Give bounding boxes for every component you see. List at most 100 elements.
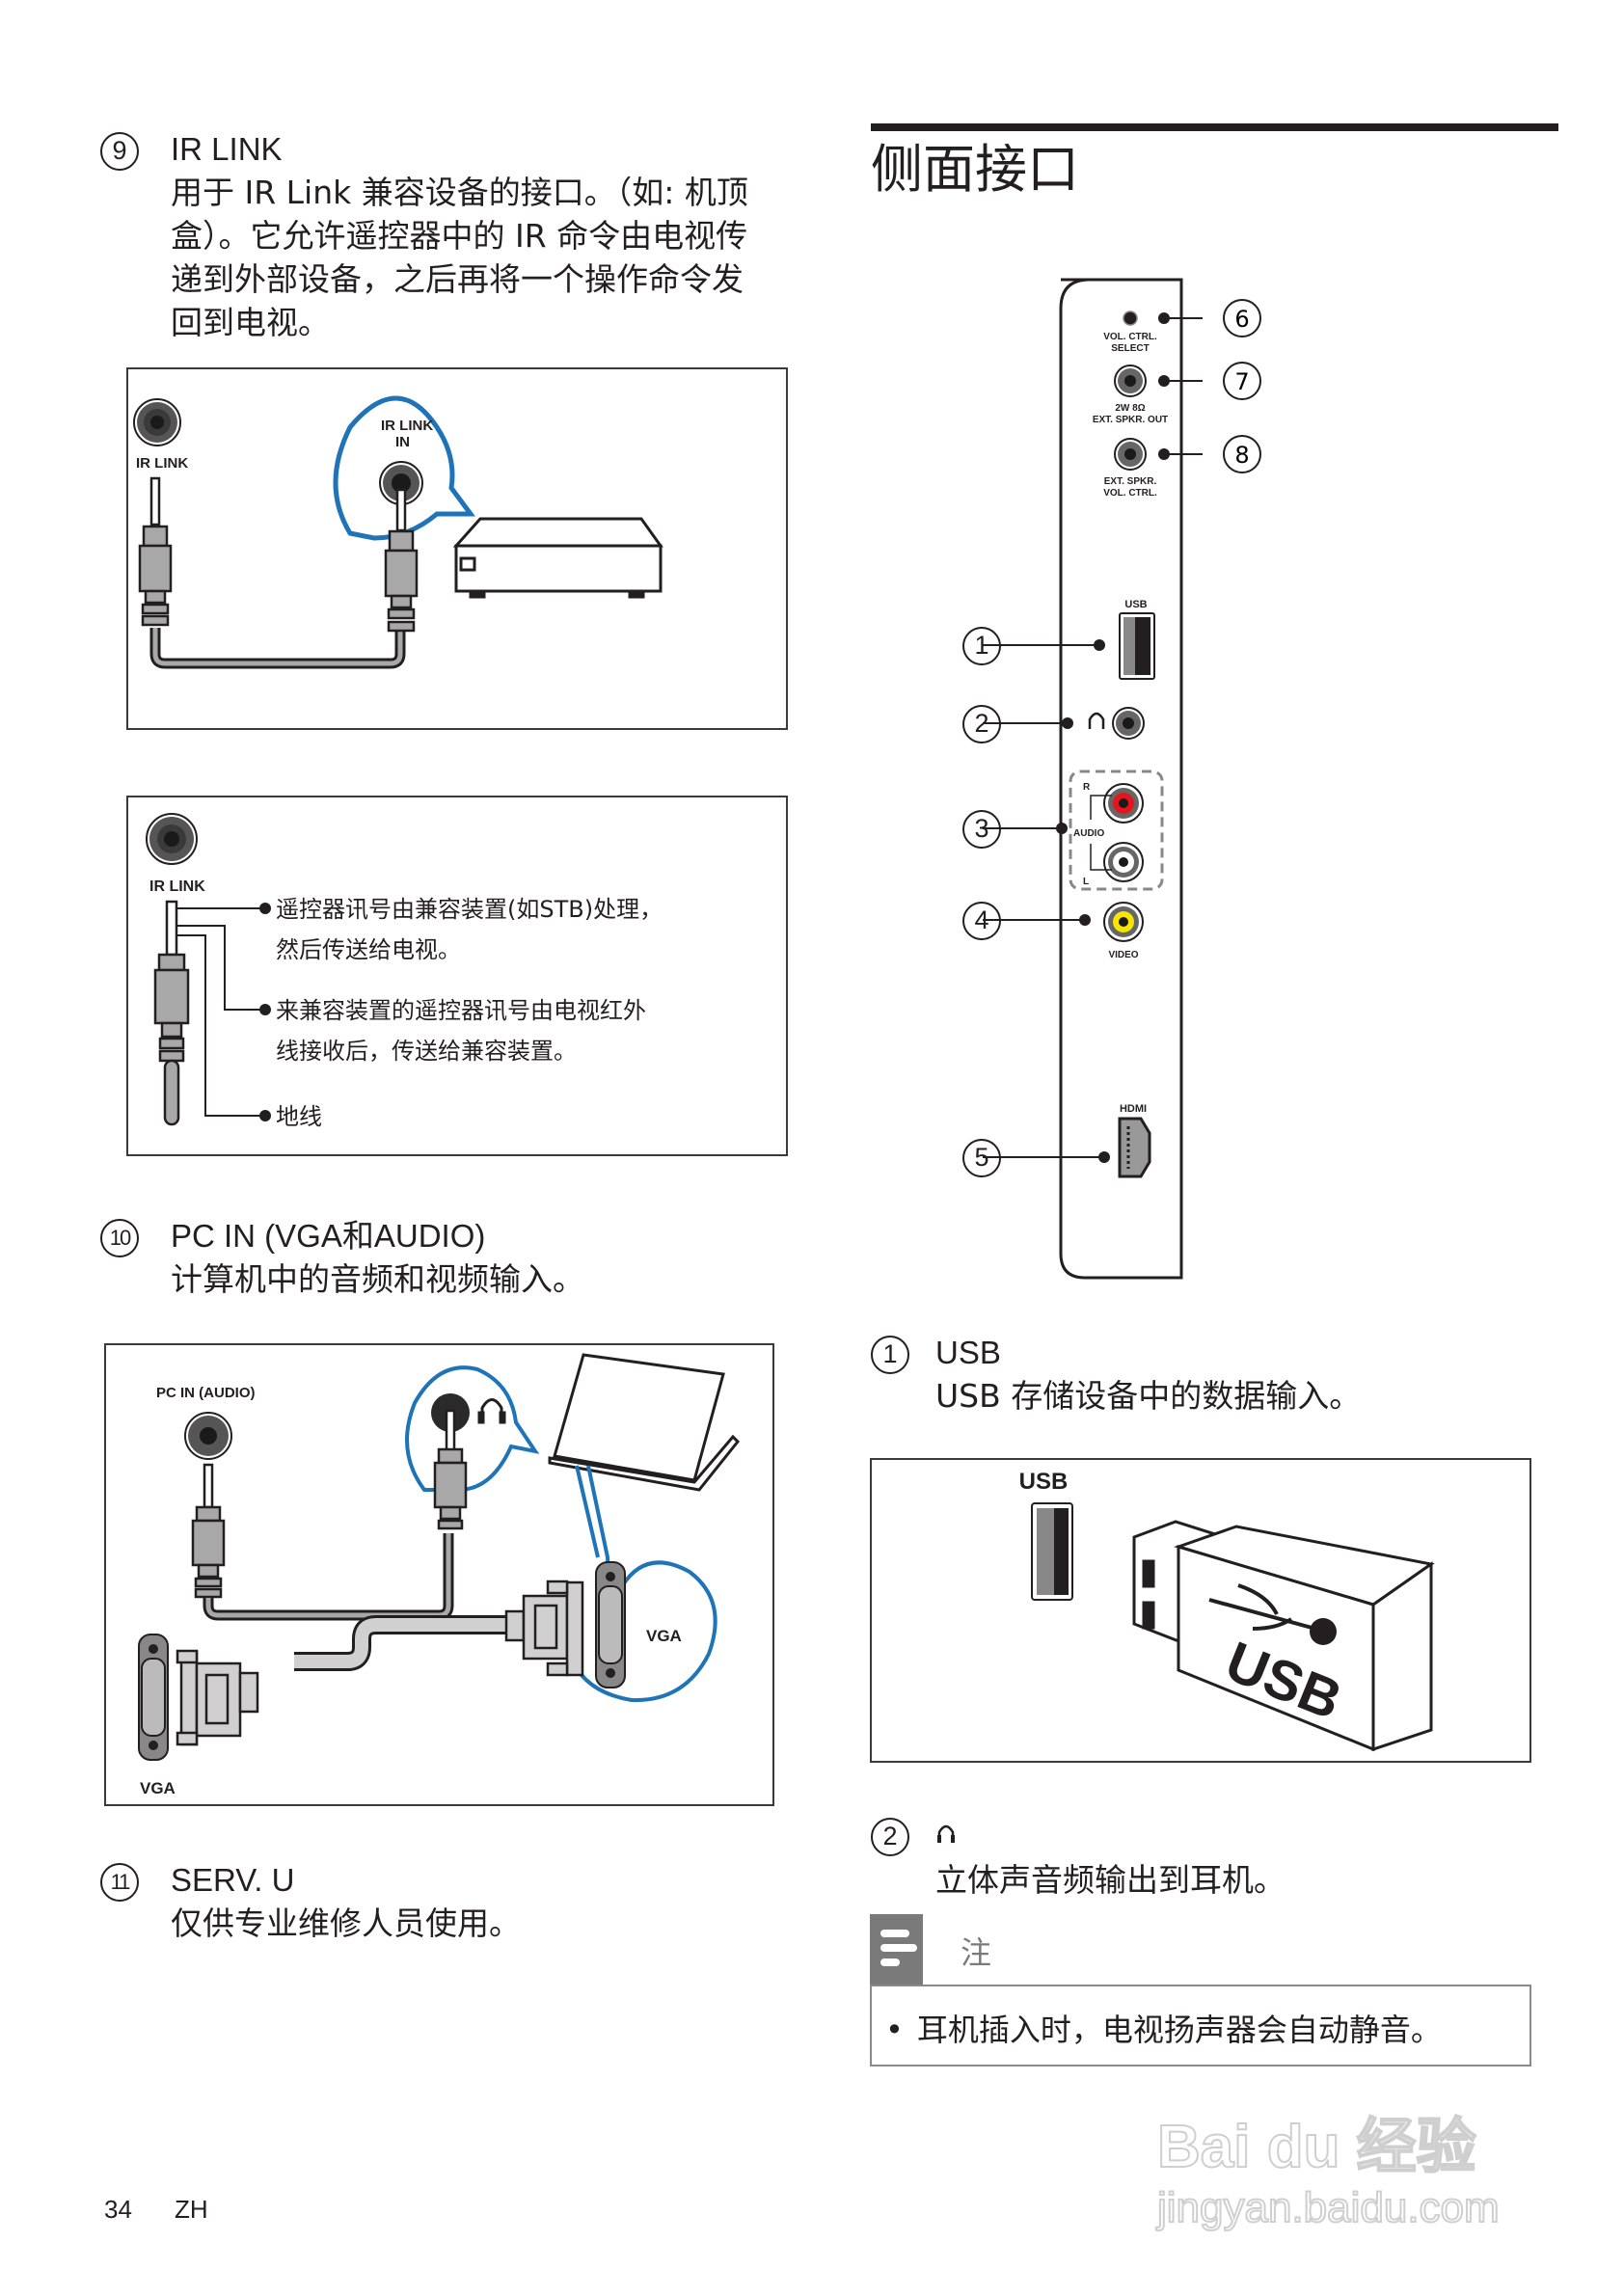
panel-label: VOL. CTRL.: [1103, 332, 1157, 342]
note-header-icon-box: [870, 1914, 923, 1985]
vga-plug-icon: [176, 1649, 259, 1746]
diagram-ir-link-wiring: IR LINK 遥控器讯号由兼容装置(如STB)处理， 然后传送给电视。 来兼容…: [126, 796, 788, 1156]
usb-port-icon: [1031, 1502, 1073, 1601]
desc-line: 盒）。它允许遥控器中的 IR 命令由电视传: [171, 217, 748, 255]
panel-label: 2W 8Ω: [1115, 403, 1145, 414]
pc-in-connection-svg: PC IN (AUDIO): [138, 1353, 741, 1797]
callout-text: 线接收后，传送给兼容装置。: [276, 1038, 577, 1065]
headphones-icon: [937, 1824, 955, 1843]
page-language: ZH: [175, 2195, 208, 2224]
usb-symbol-icon: [1208, 1583, 1316, 1631]
callout-number-3: 3: [962, 810, 1001, 849]
headphones-icon: [477, 1398, 506, 1424]
ir-link-label: IR LINK: [136, 455, 188, 472]
item-desc-ir-link: 用于 IR Link 兼容设备的接口。（如: 机顶 盒）。它允许遥控器中的 IR…: [171, 171, 748, 344]
callout-number-4: 4: [962, 902, 1001, 940]
audio-plug-icon: [153, 900, 190, 1126]
item-desc-headphone: 立体声音频输出到耳机。: [935, 1858, 1286, 1902]
tv-side-panel: [1059, 278, 1183, 1280]
watermark-logo: Bai du 经验: [1156, 2113, 1477, 2181]
panel-label-video: VIDEO: [1108, 950, 1138, 960]
section-rule: [871, 123, 1558, 131]
zoom-bubble: [405, 1365, 540, 1492]
item-title-usb: USB: [935, 1335, 1001, 1370]
vga-plug-icon: [504, 1580, 584, 1677]
callout-number-5: 5: [962, 1139, 1001, 1177]
diagram-usb: USB USB: [870, 1458, 1531, 1763]
panel-label-r: R: [1083, 782, 1091, 793]
pc-audio-jack-icon: [184, 1412, 232, 1460]
panel-label-l: L: [1083, 877, 1089, 887]
callout-text: 然后传送给电视。: [276, 936, 461, 963]
callout-number-2: 2: [962, 705, 1001, 743]
audio-plug-icon: [384, 488, 419, 633]
desc-line: 计算机中的音频和视频输入。: [171, 1260, 584, 1298]
audio-plug-icon: [191, 1463, 226, 1599]
callout-text: 地线: [276, 1103, 322, 1130]
ir-link-in-label-2: IN: [395, 434, 410, 450]
vga-port-icon: [595, 1561, 626, 1688]
page-number: 34: [104, 2195, 132, 2224]
ir-link-in-label-1: IR LINK: [381, 418, 433, 434]
set-top-box-icon: [452, 517, 663, 599]
zoom-bubble: [333, 395, 475, 541]
usb-diagram-svg: USB USB: [1019, 1469, 1435, 1752]
callout-dot: [259, 1110, 271, 1121]
ir-link-jack-icon: [133, 398, 181, 446]
desc-line: 递到外部设备，之后再将一个操作命令发: [171, 260, 744, 298]
ir-link-wiring-svg: IR LINK 遥控器讯号由兼容装置(如STB)处理， 然后传送给电视。 来兼容…: [146, 813, 663, 1130]
callout-number-6: 6: [1234, 306, 1249, 333]
note-title: 注: [961, 1934, 992, 1971]
laptop-icon: [548, 1353, 741, 1492]
callout-text: 遥控器讯号由兼容装置(如STB)处理，: [276, 896, 663, 923]
panel-label: VOL. CTRL.: [1103, 488, 1157, 499]
audio-group-outline: [1069, 770, 1164, 891]
desc-line: 仅供专业维修人员使用。: [171, 1904, 521, 1942]
desc-line: USB 存储设备中的数据输入。: [935, 1377, 1362, 1415]
panel-label-hdmi: HDMI: [1120, 1103, 1147, 1115]
pc-in-audio-label: PC IN (AUDIO): [156, 1385, 256, 1401]
usb-port-icon: [1119, 612, 1155, 680]
callout-number-1: 1: [871, 1336, 909, 1374]
desc-line: 立体声音频输出到耳机。: [935, 1861, 1286, 1899]
usb-port-label: USB: [1019, 1469, 1069, 1495]
ext-speaker-out-jack-icon: [1114, 365, 1147, 397]
callout-text: 来兼容装置的遥控器讯号由电视红外: [276, 997, 646, 1024]
desc-line: 用于 IR Link 兼容设备的接口。（如: 机顶: [171, 174, 748, 211]
callout-number-9: 9: [100, 132, 139, 171]
desc-line: 回到电视。: [171, 304, 330, 341]
headphones-icon: [1088, 712, 1105, 729]
headphone-jack-icon: [1112, 707, 1145, 740]
section-title: 侧面接口: [871, 139, 1079, 200]
callout-number-11: 11: [100, 1863, 139, 1902]
panel-label-audio: AUDIO: [1073, 828, 1104, 839]
callout-number-7: 7: [1234, 368, 1249, 395]
hdmi-port-icon: [1118, 1117, 1151, 1178]
item-title-serv-u: SERV. U: [171, 1862, 295, 1898]
callout-dot: [259, 903, 271, 914]
watermark-url: jingyan.baidu.com: [1156, 2183, 1501, 2232]
ir-link-jack-icon: [146, 813, 198, 865]
diagram-ir-link-connection: IR LINK IR LINK IN: [126, 367, 788, 730]
panel-label: SELECT: [1111, 343, 1149, 354]
callout-number-8: 8: [1234, 442, 1249, 469]
audio-plug-icon: [138, 476, 173, 627]
ir-link-label: IR LINK: [149, 878, 205, 895]
callout-number-1: 1: [962, 627, 1001, 665]
callout-dot: [259, 1004, 271, 1015]
note-text: 耳机插入时，电视扬声器会自动静音。: [916, 2012, 1442, 2048]
vga-port-icon: [138, 1634, 169, 1761]
item-desc-serv-u: 仅供专业维修人员使用。: [171, 1902, 521, 1945]
panel-label-usb: USB: [1124, 599, 1147, 610]
ir-link-connection-svg: IR LINK IR LINK IN: [133, 395, 663, 669]
note-bullet: •耳机插入时，电视扬声器会自动静音。: [885, 2012, 1442, 2048]
note-icon: [880, 1930, 917, 1970]
vga-label-left: VGA: [140, 1779, 176, 1797]
item-desc-usb: USB 存储设备中的数据输入。: [935, 1374, 1361, 1418]
audio-plug-icon: [433, 1409, 468, 1530]
item-title-pc-in: PC IN (VGA和AUDIO): [171, 1218, 486, 1254]
vga-label-right: VGA: [646, 1627, 682, 1645]
video-jack-icon: [1103, 902, 1144, 942]
callout-number-10: 10: [100, 1219, 139, 1257]
audio-r-jack-icon: [1103, 783, 1144, 824]
